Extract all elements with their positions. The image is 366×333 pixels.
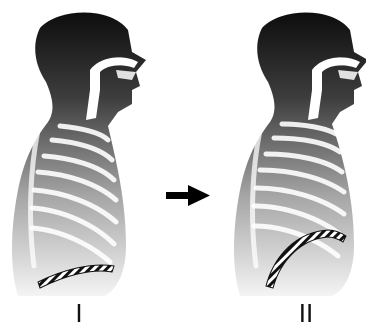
- panel-label-2: II: [286, 298, 326, 328]
- panel-label-1: I: [59, 298, 99, 328]
- panel-2: [234, 13, 366, 297]
- panel-1: [12, 13, 146, 297]
- right-arrow-icon: [166, 185, 210, 206]
